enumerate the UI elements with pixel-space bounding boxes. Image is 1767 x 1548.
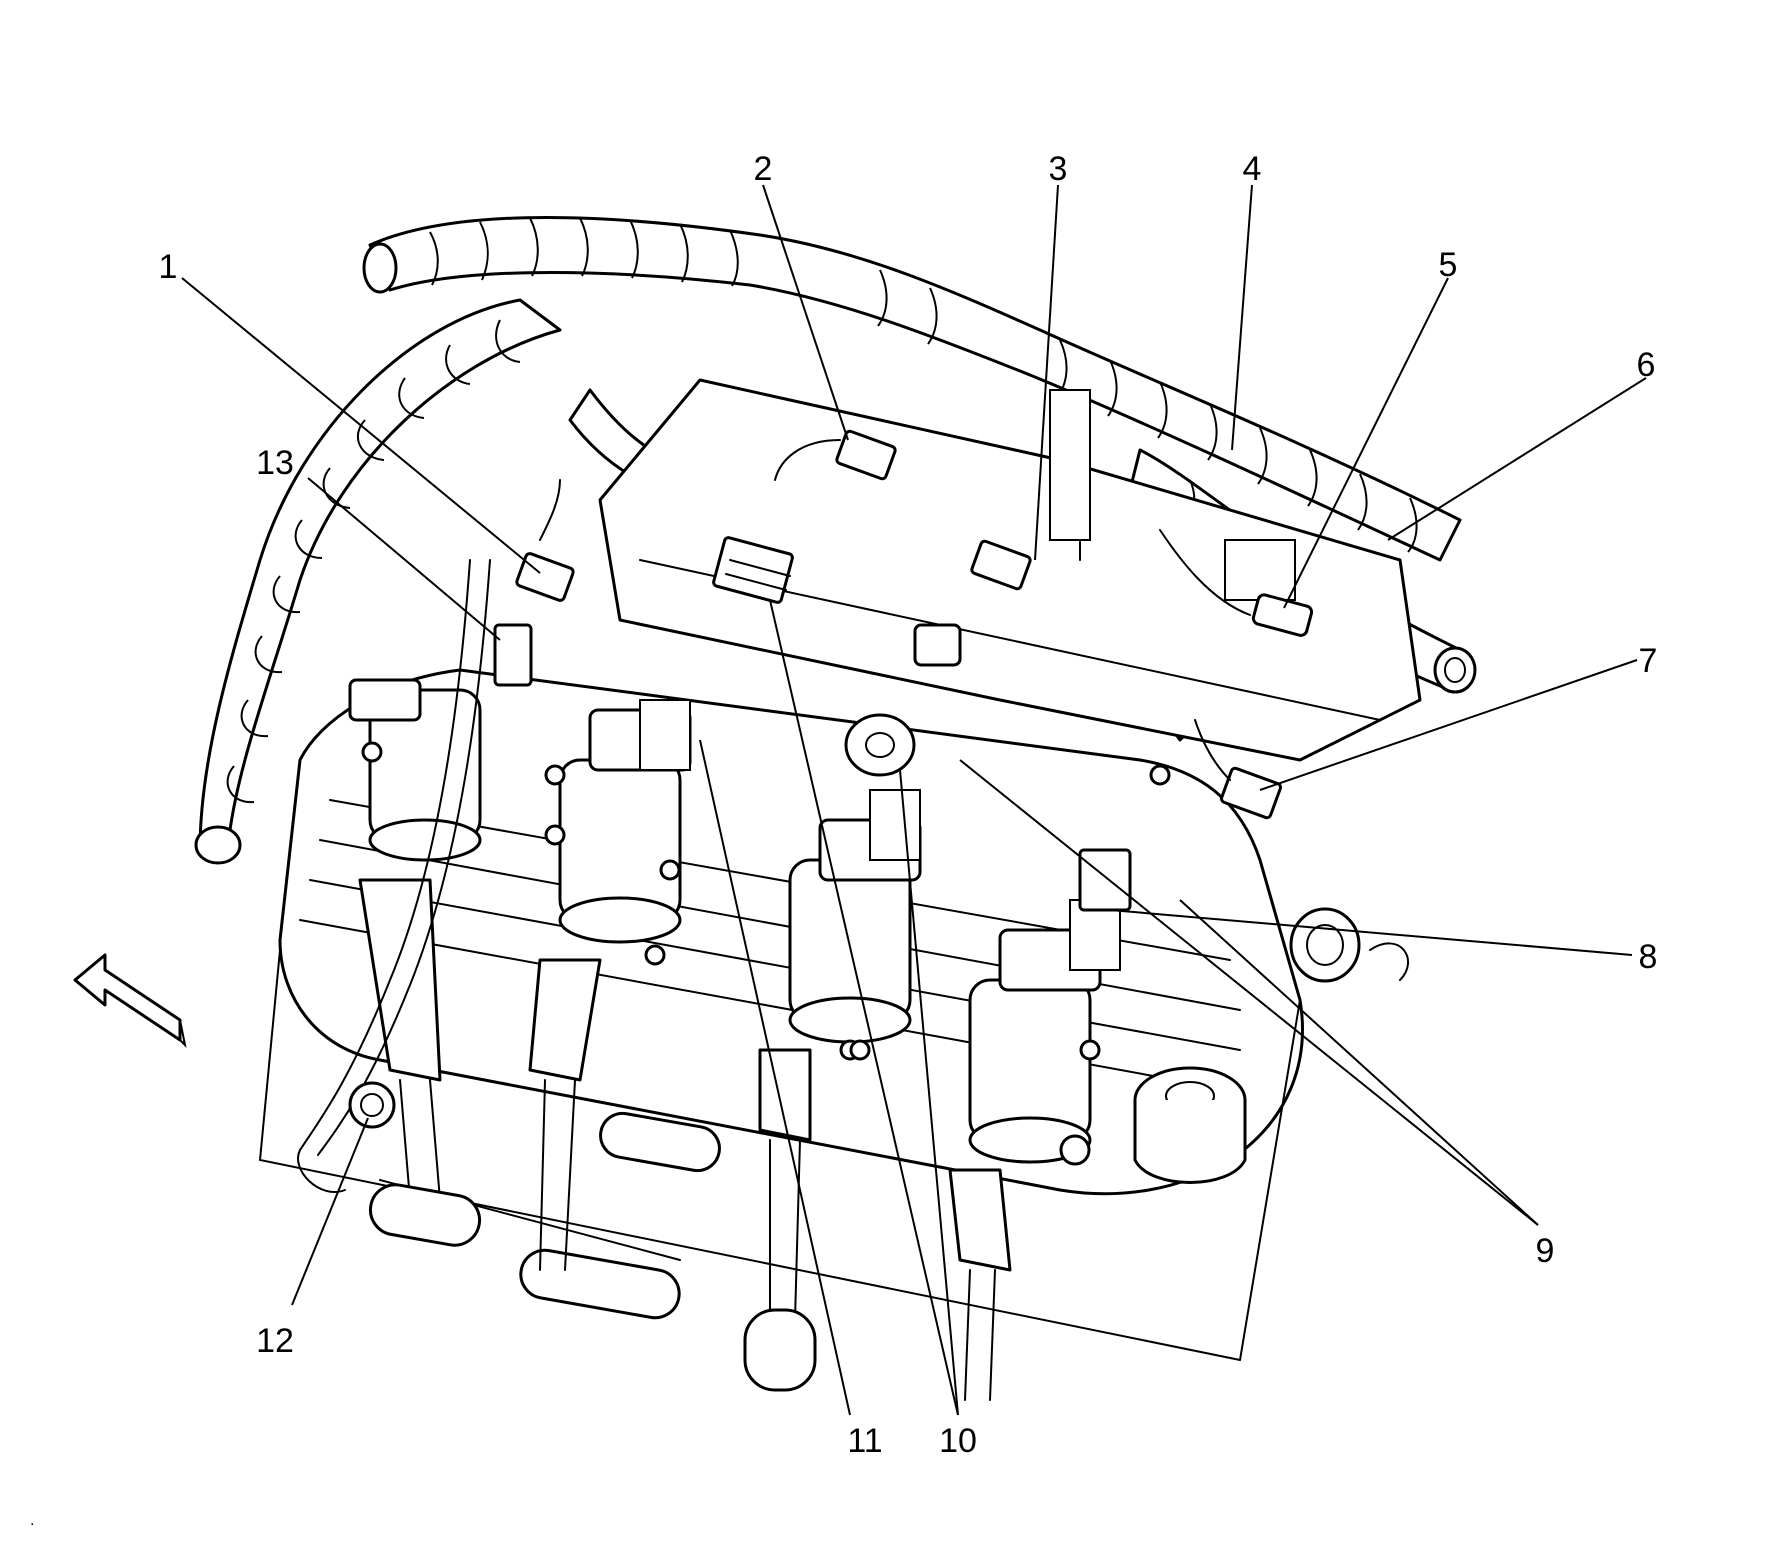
footer-mark: . (30, 1512, 34, 1529)
ignition-coil-2 (528, 699, 692, 1082)
ignition-coil-1 (348, 678, 482, 1082)
sensor-assembly (844, 623, 962, 777)
callout-13: 13 (256, 444, 294, 482)
connector-5 (1159, 529, 1314, 637)
connector-7 (1194, 719, 1282, 820)
callout-12: 12 (256, 1322, 294, 1360)
pcv-fitting (1289, 907, 1410, 983)
front-direction-arrow-icon (73, 953, 187, 1049)
connector-2 (774, 429, 897, 481)
callout-1: 1 (159, 248, 178, 286)
connector-10 (712, 536, 794, 604)
callout-4: 4 (1243, 150, 1262, 188)
left-side-harness (194, 298, 562, 865)
leader-lines (181, 184, 1647, 1416)
callout-10: 10 (939, 1422, 977, 1460)
connector-1 (515, 479, 575, 602)
callout-9: 9 (1536, 1232, 1555, 1270)
bolts (361, 741, 1171, 1166)
callout-11: 11 (847, 1422, 882, 1460)
callout-7: 7 (1639, 642, 1658, 680)
callout-6: 6 (1637, 346, 1656, 384)
callout-labels: 1 2 3 4 5 6 7 8 9 10 11 12 13 . (30, 150, 1657, 1529)
connector-3 (970, 539, 1032, 591)
harness-grommet (348, 1081, 396, 1129)
upper-harness-trunk (362, 216, 1462, 562)
callout-8: 8 (1639, 938, 1658, 976)
oil-filler-cap (1133, 1066, 1247, 1184)
callout-5: 5 (1439, 246, 1458, 284)
connector-9 (1078, 848, 1132, 912)
callout-2: 2 (754, 150, 773, 188)
spark-plug-wires (368, 1079, 996, 1401)
connector-13 (493, 623, 533, 687)
ignition-coil-3 (758, 789, 922, 1142)
callout-3: 3 (1049, 150, 1068, 188)
